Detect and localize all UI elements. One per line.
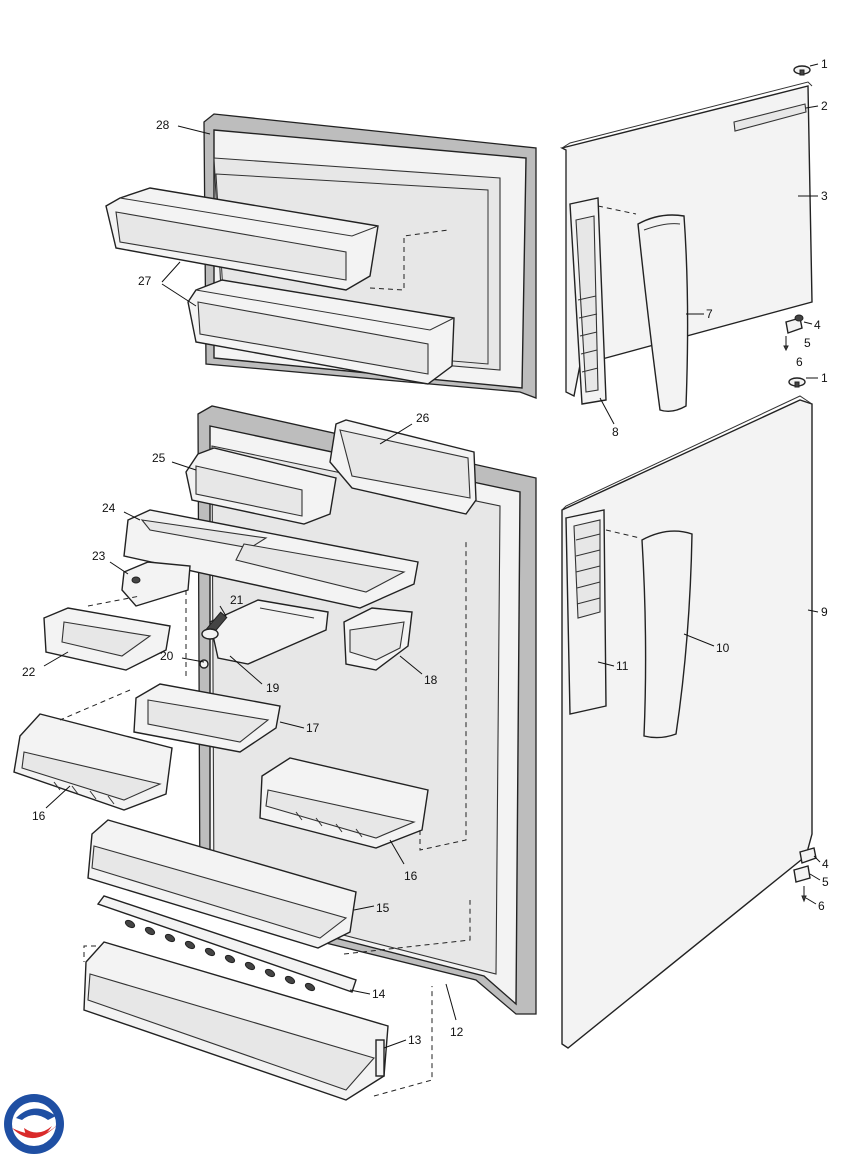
egg-tray-rack bbox=[209, 599, 329, 665]
freezer-door-shelf-lower bbox=[187, 279, 455, 385]
door-bin-bottom bbox=[83, 941, 389, 1101]
shelf-retainer-bar bbox=[96, 895, 357, 993]
callout-25: 25 bbox=[152, 451, 166, 465]
door-shelf-left bbox=[13, 713, 173, 811]
assembly-lines bbox=[59, 540, 471, 1097]
fresh-food-door-cap-hinge-pin bbox=[788, 377, 806, 388]
callout-8: 8 bbox=[612, 425, 619, 439]
callout-1: 1 bbox=[821, 371, 828, 385]
fresh-food-door-handle bbox=[641, 530, 693, 739]
callout-21: 21 bbox=[230, 593, 244, 607]
callout-1: 1 bbox=[821, 57, 828, 71]
callout-16: 16 bbox=[32, 809, 46, 823]
small-bin-holder bbox=[121, 561, 191, 607]
freezer-door-outer bbox=[559, 81, 813, 398]
callout-26: 26 bbox=[416, 411, 430, 425]
callout-23: 23 bbox=[92, 549, 106, 563]
callout-17: 17 bbox=[306, 721, 320, 735]
callout-7: 7 bbox=[706, 307, 713, 321]
fresh-food-door-outer bbox=[561, 395, 813, 1049]
freezer-door-cap-hinge-pin bbox=[793, 65, 811, 76]
small-door-bin-right bbox=[343, 607, 413, 671]
freezer-door-dispenser-panel bbox=[569, 197, 607, 405]
door-shelf-long bbox=[87, 819, 357, 949]
callout-numbers: 1 2 3 4 5 6 7 8 1 9 10 11 4 5 6 12 13 14… bbox=[22, 57, 829, 1047]
callout-14: 14 bbox=[372, 987, 386, 1001]
door-shelf-right bbox=[259, 757, 429, 849]
callout-4: 4 bbox=[822, 857, 829, 871]
freezer-hinge-bracket bbox=[783, 314, 804, 352]
callout-3: 3 bbox=[821, 189, 828, 203]
fresh-food-door-dispenser-panel bbox=[565, 509, 607, 715]
door-shelf-divided bbox=[123, 509, 419, 609]
freezer-door-shelf-upper bbox=[105, 187, 379, 291]
callout-13: 13 bbox=[408, 1033, 422, 1047]
callout-2: 2 bbox=[821, 99, 828, 113]
shelf-knob bbox=[201, 611, 228, 640]
freezer-door-handle bbox=[637, 214, 689, 413]
callout-6: 6 bbox=[796, 355, 803, 369]
door-bin-middle bbox=[133, 683, 281, 753]
callout-11: 11 bbox=[616, 659, 629, 673]
callout-15: 15 bbox=[376, 901, 390, 915]
callout-9: 9 bbox=[821, 605, 828, 619]
callout-4: 4 bbox=[814, 318, 821, 332]
callout-5: 5 bbox=[804, 336, 811, 350]
dairy-compartment-door bbox=[329, 419, 477, 515]
callout-10: 10 bbox=[716, 641, 730, 655]
small-door-bin-left bbox=[43, 607, 171, 671]
freezer-door-handle-trim bbox=[733, 103, 807, 132]
leader-lines bbox=[43, 63, 821, 1049]
brand-logo bbox=[4, 1094, 64, 1154]
callout-5: 5 bbox=[822, 875, 829, 889]
callout-18: 18 bbox=[424, 673, 438, 687]
callout-28: 28 bbox=[156, 118, 170, 132]
callout-12: 12 bbox=[450, 1025, 464, 1039]
callout-27: 27 bbox=[138, 274, 152, 288]
callout-22: 22 bbox=[22, 665, 36, 679]
callout-6: 6 bbox=[818, 899, 825, 913]
callout-24: 24 bbox=[102, 501, 116, 515]
callout-20: 20 bbox=[160, 649, 174, 663]
callout-16: 16 bbox=[404, 869, 418, 883]
dairy-compartment-bin bbox=[185, 447, 337, 525]
callout-19: 19 bbox=[266, 681, 280, 695]
